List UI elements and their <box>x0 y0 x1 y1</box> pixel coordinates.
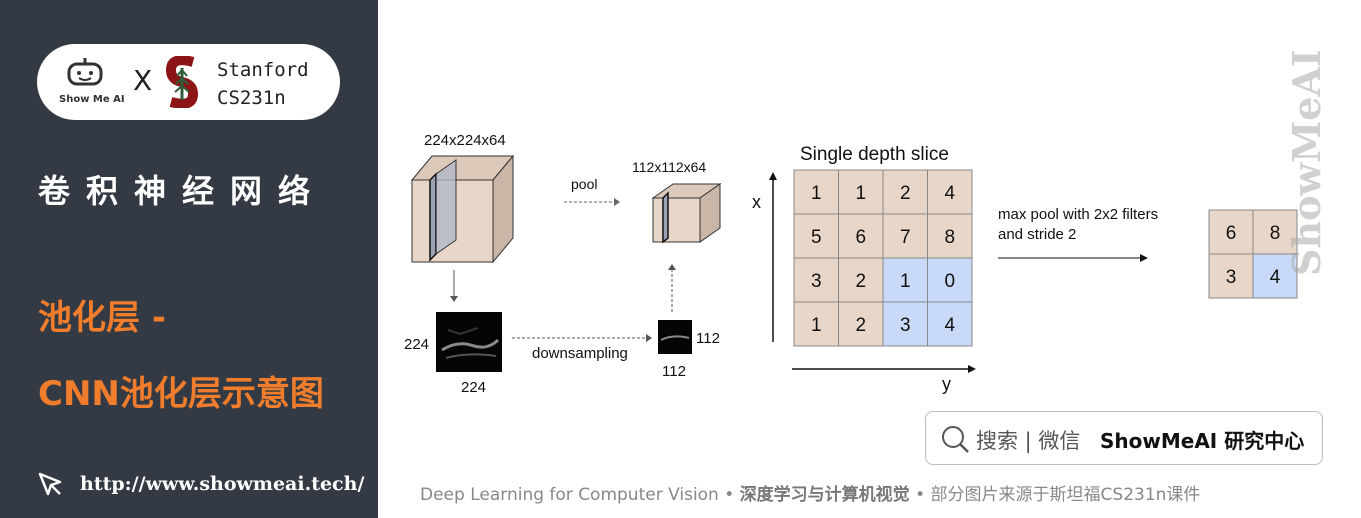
slice-1-1-value: 6 <box>855 227 866 248</box>
input-volume-box <box>410 154 515 264</box>
slice-0-0-cell <box>793 169 839 215</box>
footer-part3: 部分图片来源于斯坦福CS231n课件 <box>930 485 1201 505</box>
slice-0-0-value: 1 <box>811 183 822 204</box>
result-0-0-value: 6 <box>1226 223 1237 244</box>
result-1-1-cell <box>1252 253 1298 299</box>
input-slice-height: 224 <box>404 336 429 353</box>
slice-0-2-cell <box>882 169 928 215</box>
slice-3-1-value: 2 <box>855 315 866 336</box>
down-arrow-head <box>450 296 458 302</box>
stanford-name: Stanford <box>217 59 309 81</box>
slice-2-1-value: 2 <box>855 271 866 292</box>
slice-1-2-cell <box>882 213 928 259</box>
slice-1-3-cell <box>927 213 973 259</box>
footer: Deep Learning for Computer Vision • 深度学习… <box>420 480 1200 505</box>
website-link[interactable]: http://www.showmeai.tech/ <box>80 473 365 495</box>
stanford-course-label: Stanford CS231n <box>217 56 309 112</box>
maxpool-arrow-head <box>1140 254 1148 262</box>
slice-2-2-value: 1 <box>900 271 911 292</box>
showmeai-watermark: ShowMeAI <box>1286 49 1329 276</box>
maxpool-line1: max pool with 2x2 filters <box>998 206 1158 223</box>
stanford-logo-icon <box>165 56 199 108</box>
slice-0-3-value: 4 <box>944 183 955 204</box>
footer-part2: 深度学习与计算机视觉 <box>739 485 910 505</box>
downsampling-label: downsampling <box>532 345 628 362</box>
slice-3-0-cell <box>793 301 839 347</box>
search-label: 搜索 | 微信 <box>976 429 1081 453</box>
slice-3-2-value: 3 <box>900 315 911 336</box>
watermark-text: ShowMeAI <box>1286 49 1329 276</box>
sidebar-panel: Show Me AI X Stanford CS231n 卷积神经网络 池化层 … <box>0 0 378 518</box>
downsampling-arrow-head <box>646 334 652 342</box>
slice-2-3-value: 0 <box>944 271 955 292</box>
section-title-line2: CNN池化层示意图 <box>38 374 324 414</box>
maxpool-line2: and stride 2 <box>998 226 1076 243</box>
result-0-0-cell <box>1208 209 1254 255</box>
slice-0-2-value: 2 <box>900 183 911 204</box>
course-title: 卷积神经网络 <box>38 172 327 210</box>
slice-0-3-cell <box>927 169 973 215</box>
output-slice-image <box>658 320 692 354</box>
slice-title: Single depth slice <box>800 144 949 165</box>
slice-1-2-value: 7 <box>900 227 911 248</box>
up-arrow-head <box>668 264 676 270</box>
result-0-1-value: 8 <box>1270 223 1281 244</box>
showmeai-logo-label: Show Me AI <box>59 94 125 105</box>
search-brand: ShowMeAI 研究中心 <box>1100 429 1305 453</box>
output-volume-label: 112x112x64 <box>632 159 706 175</box>
search-box[interactable]: 搜索 | 微信 ShowMeAI 研究中心 <box>925 411 1323 465</box>
input-slice-image <box>436 312 502 372</box>
slice-3-3-value: 4 <box>944 315 955 336</box>
cross-mark: X <box>133 64 153 97</box>
input-slice-width: 224 <box>461 379 486 396</box>
y-axis-label: y <box>942 374 951 394</box>
slice-3-3-cell <box>927 301 973 347</box>
section-title-line1: 池化层 - <box>38 298 166 338</box>
slice-1-1-cell <box>838 213 884 259</box>
slice-3-2-cell <box>882 301 928 347</box>
slice-0-1-cell <box>838 169 884 215</box>
slice-1-0-cell <box>793 213 839 259</box>
slice-3-1-cell <box>838 301 884 347</box>
footer-sep1: • <box>718 485 740 505</box>
output-slice-height: 112 <box>696 330 720 347</box>
footer-part1: Deep Learning for Computer Vision <box>420 485 719 505</box>
result-1-0-value: 3 <box>1226 267 1237 288</box>
footer-sep2: • <box>909 485 931 505</box>
depth-slice-grid: 1 1 2 4 5 6 7 8 3 2 1 0 1 2 3 4 <box>793 169 973 347</box>
slice-1-0-value: 5 <box>811 227 822 248</box>
search-icon <box>942 426 969 453</box>
slice-1-3-value: 8 <box>944 227 955 248</box>
output-volume-box <box>651 183 722 244</box>
pooled-result-grid: 6 8 3 4 <box>1208 209 1298 299</box>
pool-label: pool <box>571 176 597 192</box>
x-axis-label: x <box>752 192 761 212</box>
course-code: CS231n <box>217 87 286 109</box>
x-axis-arrow-head <box>769 172 777 180</box>
output-slice-width: 112 <box>662 363 686 380</box>
showmeai-robot-icon <box>67 58 103 86</box>
slice-2-0-value: 3 <box>811 271 822 292</box>
result-1-1-value: 4 <box>1270 267 1281 288</box>
slice-3-0-value: 1 <box>811 315 822 336</box>
result-0-1-cell <box>1252 209 1298 255</box>
cursor-pointer-icon <box>38 472 62 496</box>
slice-2-2-cell <box>882 257 928 303</box>
pooling-diagram: 224x224x64 pool 112x112x64 224 224 downs… <box>404 132 1298 396</box>
slice-0-1-value: 1 <box>855 183 866 204</box>
slice-2-1-cell <box>838 257 884 303</box>
y-axis-arrow-head <box>968 365 976 373</box>
input-volume-label: 224x224x64 <box>424 132 506 149</box>
pool-arrow-head <box>614 198 620 206</box>
brand-card: Show Me AI X Stanford CS231n <box>37 44 340 120</box>
